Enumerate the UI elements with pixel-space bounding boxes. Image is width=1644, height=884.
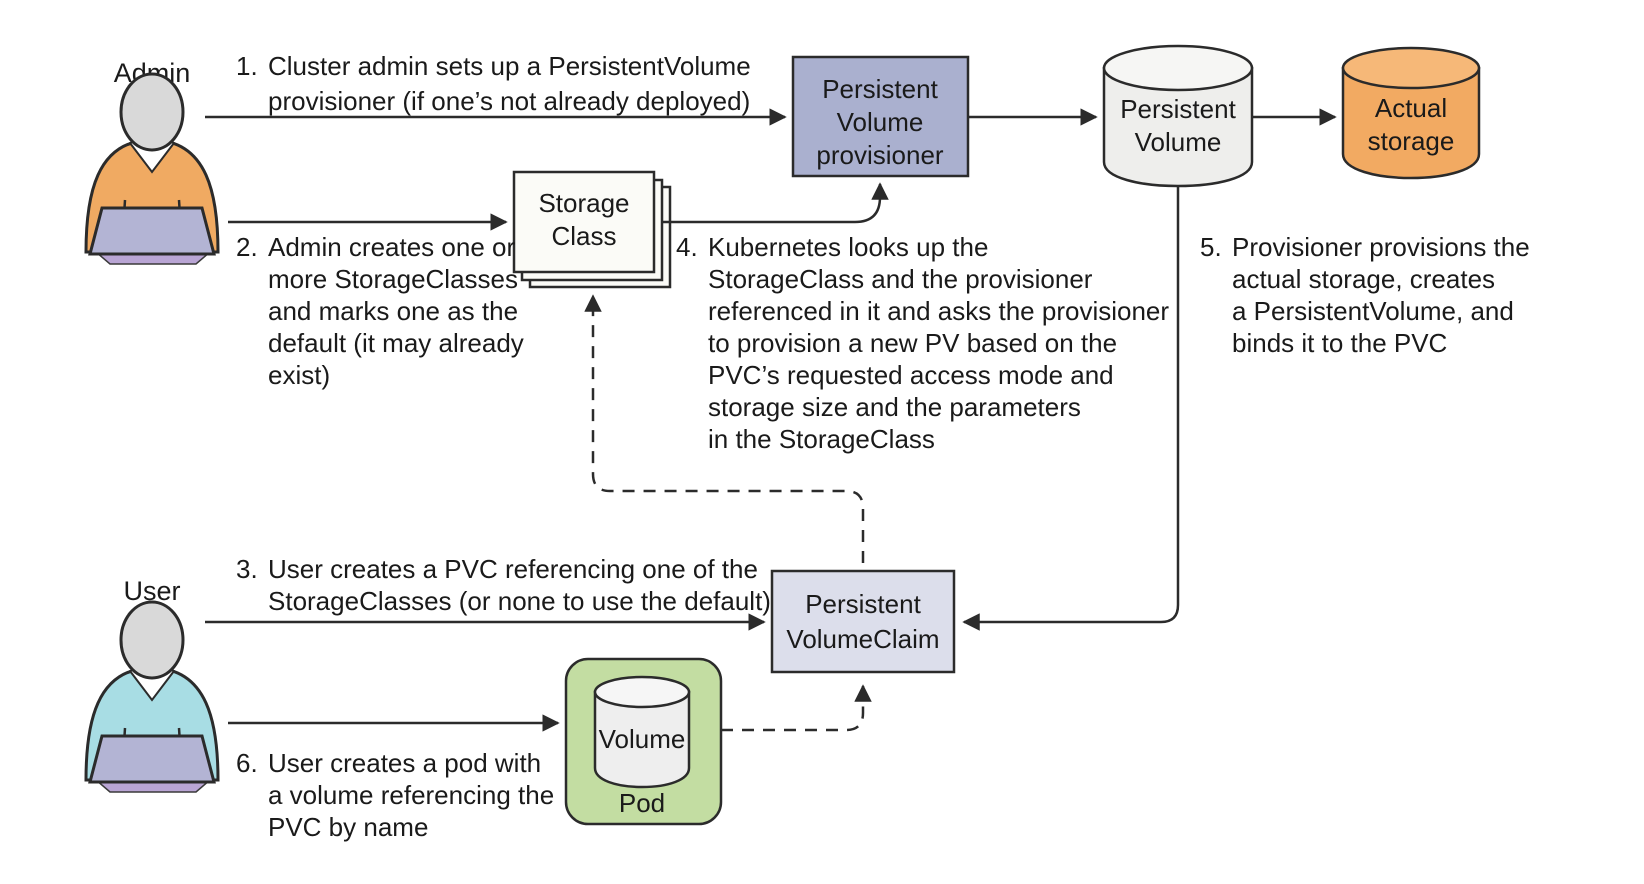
user-laptop [88, 734, 216, 784]
actor-admin: Admin [84, 58, 220, 265]
connector-volume-to-pvc-dashed [721, 684, 872, 732]
step-4-line-2: StorageClass and the provisioner [708, 264, 1093, 294]
persistent-volume-top [1102, 44, 1254, 92]
step-6: 6. User creates a pod with a volume refe… [236, 748, 554, 842]
step-5-line-4: binds it to the PVC [1232, 328, 1447, 358]
user-head [119, 600, 185, 680]
step-3-line-1: User creates a PVC referencing one of th… [268, 554, 758, 584]
step-2-line-4: default (it may already [268, 328, 524, 358]
step-2-line-1: Admin creates one or [268, 232, 515, 262]
step-1-line-1: Cluster admin sets up a PersistentVolume [268, 51, 751, 81]
step-1-line-2: provisioner (if one’s not already deploy… [268, 86, 750, 116]
connector-storageclass-to-provisioner [662, 182, 889, 224]
connector-pv-to-pvc [962, 186, 1180, 631]
volume-label: Volume [599, 724, 686, 754]
step-2-number: 2. [236, 232, 258, 262]
step-4-line-5: PVC’s requested access mode and [708, 360, 1114, 390]
actual-storage-label-line2: storage [1368, 126, 1455, 156]
node-volume: Volume [593, 675, 691, 789]
step-5-line-2: actual storage, creates [1232, 264, 1495, 294]
step-5-number: 5. [1200, 232, 1222, 262]
pv-provisioner-label-line1: Persistent [822, 74, 938, 104]
step-4-line-6: storage size and the parameters [708, 392, 1081, 422]
node-persistent-volume[interactable]: Persistent Volume [1102, 44, 1254, 188]
persistent-volume-label-line1: Persistent [1120, 94, 1236, 124]
step-3-number: 3. [236, 554, 258, 584]
admin-head [119, 72, 185, 152]
pv-provisioner-label-line2: Volume [837, 107, 924, 137]
step-5: 5. Provisioner provisions the actual sto… [1200, 232, 1530, 358]
step-3: 3. User creates a PVC referencing one of… [236, 554, 771, 616]
step-4-number: 4. [676, 232, 698, 262]
step-4-line-1: Kubernetes looks up the [708, 232, 988, 262]
step-4-line-7: in the StorageClass [708, 424, 935, 454]
step-5-line-1: Provisioner provisions the [1232, 232, 1530, 262]
node-pod[interactable]: Volume Pod [564, 657, 723, 826]
step-3-line-2: StorageClasses (or none to use the defau… [268, 586, 771, 616]
pvc-label-line1: Persistent [805, 589, 921, 619]
step-2: 2. Admin creates one or more StorageClas… [236, 232, 524, 390]
node-actual-storage[interactable]: Actual storage [1341, 46, 1481, 180]
pvc-label-line2: VolumeClaim [786, 624, 939, 654]
persistent-volume-body [1102, 66, 1254, 188]
pod-label: Pod [619, 788, 665, 818]
node-persistent-volume-claim[interactable]: Persistent VolumeClaim [770, 569, 956, 674]
actor-user: User [84, 576, 220, 793]
step-4-line-4: to provision a new PV based on the [708, 328, 1117, 358]
step-5-line-3: a PersistentVolume, and [1232, 296, 1514, 326]
node-pv-provisioner[interactable]: Persistent Volume provisioner [791, 55, 970, 178]
actual-storage-body [1341, 66, 1481, 180]
storage-class-label-line1: Storage [538, 188, 629, 218]
storage-class-card-front [512, 170, 656, 274]
step-1: 1. Cluster admin sets up a PersistentVol… [236, 51, 751, 116]
step-2-line-3: and marks one as the [268, 296, 518, 326]
step-2-line-5: exist) [268, 360, 330, 390]
volume-body [593, 690, 691, 789]
persistent-volume-label-line2: Volume [1135, 127, 1222, 157]
pv-provisioner-label-line3: provisioner [816, 140, 944, 170]
step-6-number: 6. [236, 748, 258, 778]
node-storage-class[interactable]: Storage Class [512, 170, 672, 289]
step-4: 4. Kubernetes looks up the StorageClass … [676, 232, 1169, 454]
step-4-line-3: referenced in it and asks the provisione… [708, 296, 1169, 326]
step-6-line-1: User creates a pod with [268, 748, 541, 778]
pv-provisioner-box [791, 55, 970, 178]
admin-laptop [88, 206, 216, 256]
actual-storage-top [1341, 46, 1481, 90]
step-6-line-3: PVC by name [268, 812, 428, 842]
connector-pvc-to-storageclass-dashed [584, 294, 865, 563]
step-1-number: 1. [236, 51, 258, 81]
storage-class-label-line2: Class [551, 221, 616, 251]
step-2-line-2: more StorageClasses [268, 264, 518, 294]
volume-top [593, 675, 691, 709]
actual-storage-label-line1: Actual [1375, 93, 1447, 123]
pvc-box [770, 569, 956, 674]
step-6-line-2: a volume referencing the [268, 780, 554, 810]
